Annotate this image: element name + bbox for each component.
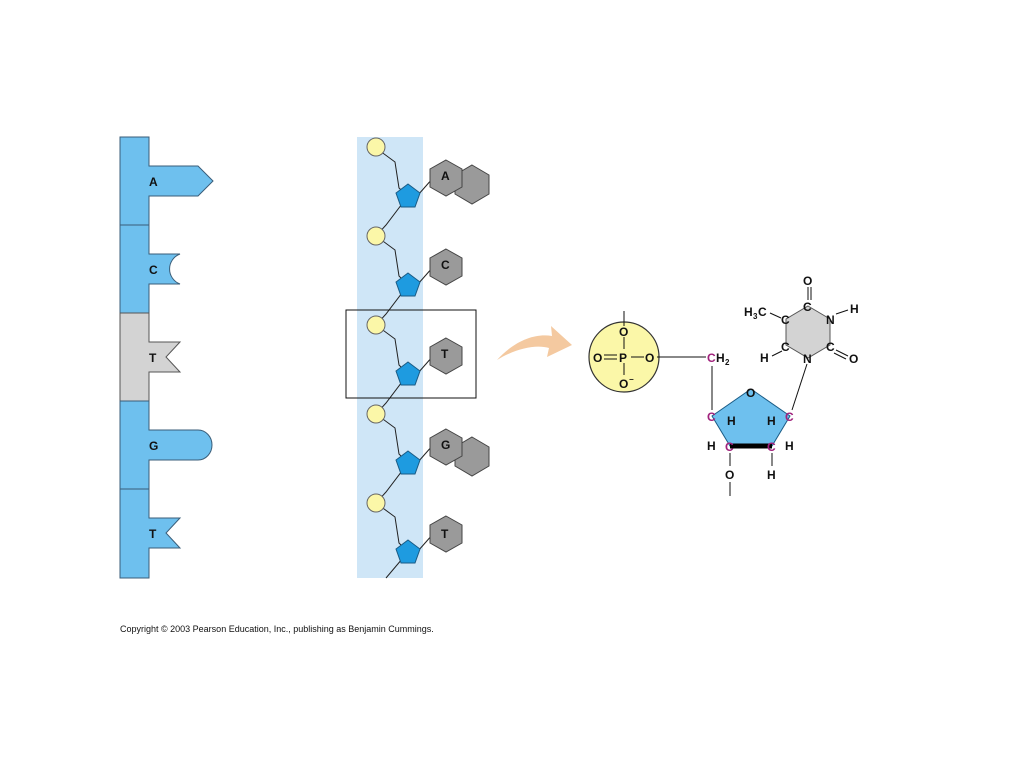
atom-h: H (744, 305, 753, 319)
base-label: C (149, 263, 158, 277)
charge-sign: − (629, 375, 634, 384)
simple-nucleotide-c: C (119, 224, 181, 314)
atom-n: N (826, 313, 835, 327)
atom-h: H (727, 414, 736, 428)
highlight-box (345, 309, 477, 399)
atom-c: C (767, 440, 776, 454)
base-label: G (441, 438, 450, 452)
phosphate-group: O O P O O − (588, 311, 660, 393)
subscript: 3 (753, 312, 758, 321)
sugar-pentagon (395, 361, 421, 386)
curved-arrow (497, 326, 572, 360)
backbone-strand: A C T G T (345, 137, 490, 579)
atom-h: H (850, 302, 859, 316)
base-label: G (149, 439, 158, 453)
base-hexagon (429, 515, 463, 553)
thymine-base: O C N H C O N C C H H 3 C (744, 274, 859, 366)
atom-c: C (781, 340, 790, 354)
base-label: C (441, 258, 450, 272)
atom-h: H (767, 468, 776, 482)
subscript: 2 (725, 358, 730, 367)
atom-h: H (760, 351, 769, 365)
atom-o: O (645, 351, 654, 365)
phosphate-circle (366, 404, 386, 424)
atom-o: O (849, 352, 858, 366)
atom-o: O (619, 325, 628, 339)
atom-c: C (707, 351, 716, 365)
base-hexagon (429, 159, 463, 197)
atom-p: P (619, 351, 627, 365)
simple-nucleotide-g: G (119, 400, 213, 490)
atom-n: N (803, 352, 812, 366)
atom-h: H (785, 439, 794, 453)
base-hexagon (429, 337, 463, 375)
atom-c: C (725, 440, 734, 454)
atom-h: H (767, 414, 776, 428)
copyright-text: Copyright © 2003 Pearson Education, Inc.… (120, 624, 434, 634)
atom-o: O (725, 468, 734, 482)
atom-c: C (781, 313, 790, 327)
simple-nucleotide-a: A (119, 136, 214, 226)
atom-o: O (593, 351, 602, 365)
sugar-pentagon (395, 450, 421, 475)
atom-c: C (826, 340, 835, 354)
atom-o: O (803, 274, 812, 288)
atom-c: C (785, 410, 794, 424)
simple-nucleotide-t: T (119, 312, 182, 402)
atom-c: C (707, 410, 716, 424)
sugar-pentagon (395, 272, 421, 297)
phosphate-circle (366, 315, 386, 335)
sugar-pentagon (395, 183, 421, 208)
atom-c: C (803, 300, 812, 314)
base-label: T (441, 527, 449, 541)
glycosidic-bond (791, 363, 808, 411)
atom-h: H (707, 439, 716, 453)
sugar-ring: O C C C C H H H H O H (707, 386, 794, 496)
base-label: T (441, 347, 449, 361)
phosphate-circle (366, 493, 386, 513)
phosphate-circle (366, 137, 386, 157)
nucleotide-molecule: O O P O O − C H 2 O C C C C H H H H (588, 274, 859, 496)
base-label: A (441, 169, 450, 183)
base-label: A (149, 175, 158, 189)
atom-o: O (746, 386, 755, 400)
sugar-pentagon (395, 539, 421, 564)
atom-o: O (619, 377, 628, 391)
phosphate-circle (366, 226, 386, 246)
base-hexagon (429, 428, 463, 466)
simple-nucleotide-t: T (119, 488, 182, 579)
base-label: T (149, 351, 157, 365)
simple-strand: A C T G T (119, 136, 214, 579)
atom-h: H (716, 351, 725, 365)
base-label: T (149, 527, 157, 541)
atom-c: C (758, 305, 767, 319)
base-hexagon (429, 248, 463, 286)
